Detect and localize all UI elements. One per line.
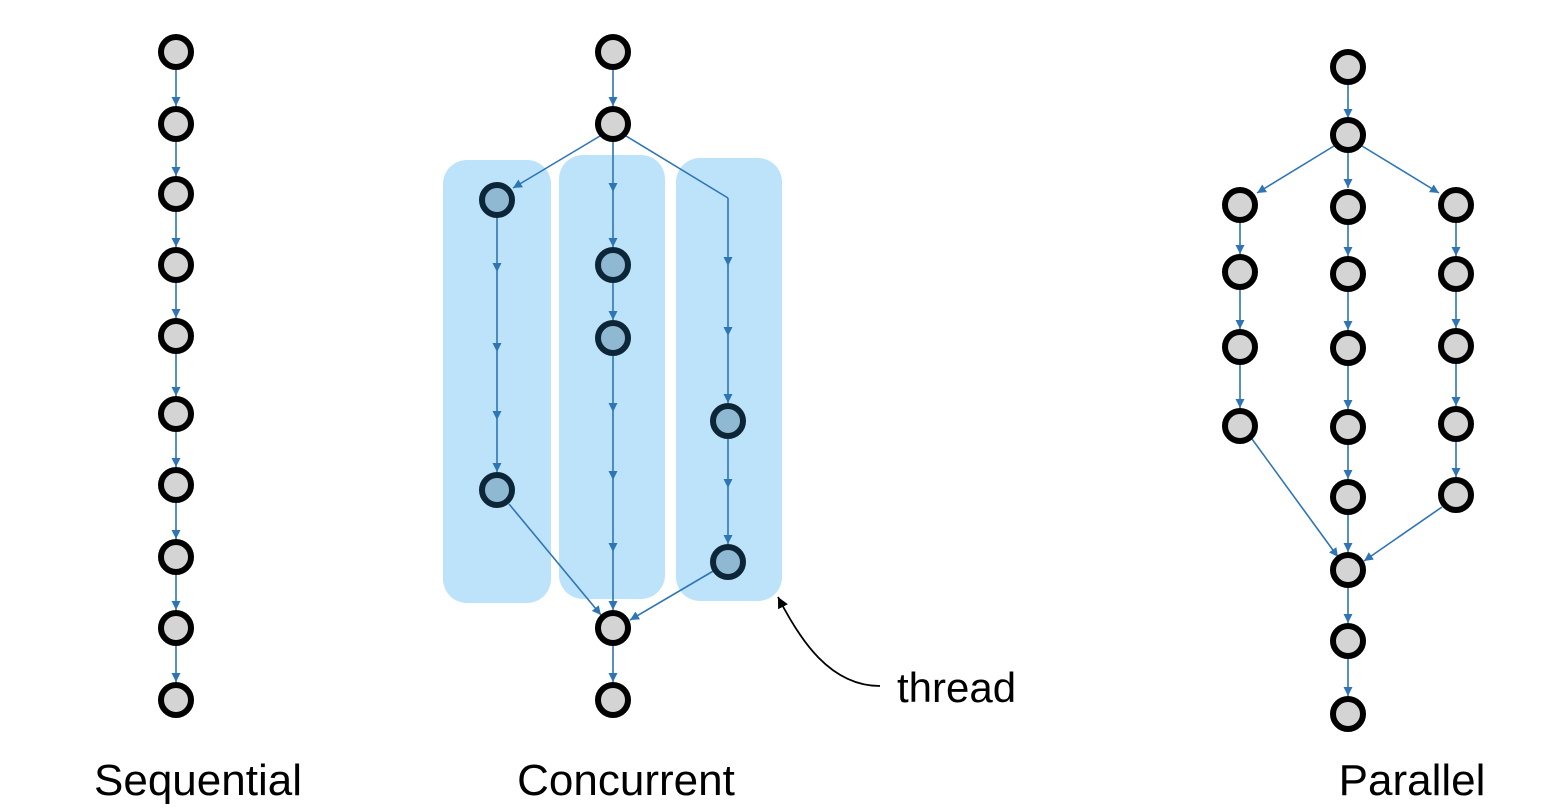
concurrent-nodes [479,34,746,718]
task-node [158,396,194,432]
thread-task-node [710,403,746,439]
thread-task-node [595,247,631,283]
task-node [1438,256,1474,292]
thread-lane [676,158,782,601]
task-node [595,34,631,70]
thread-callout: thread [777,596,1016,711]
task-node [1438,328,1474,364]
task-node [1330,330,1366,366]
task-node [595,106,631,142]
task-node [158,318,194,354]
thread-task-node [479,472,515,508]
concurrent-edges [492,70,733,682]
task-node [1330,623,1366,659]
sequential-graph [158,34,194,718]
task-node [1330,189,1366,225]
task-node [1330,552,1366,588]
task-node [158,34,194,70]
task-node [1330,49,1366,85]
task-node [1330,479,1366,515]
fork-edge [625,135,729,199]
task-node [158,682,194,718]
caption-concurrent: Concurrent [517,756,735,805]
concurrent-graph: thread [443,34,1016,718]
task-node [1438,406,1474,442]
fork-edge [512,135,601,189]
task-node [158,539,194,575]
task-node [1330,409,1366,445]
task-node [595,610,631,646]
caption-parallel: Parallel [1339,756,1486,805]
task-node [1438,187,1474,223]
thread-lane [559,155,665,599]
task-node [1438,477,1474,513]
thread-task-node [710,544,746,580]
parallel-edges [1235,85,1461,696]
task-node [1222,408,1258,444]
sequential-nodes [158,34,194,718]
join-edge [629,569,716,621]
task-node [1330,117,1366,153]
fork-edge [1256,145,1335,194]
join-edge [1363,506,1443,562]
task-node [158,106,194,142]
callout-arrow [777,596,881,687]
task-node [158,247,194,283]
thread-task-node [595,320,631,356]
thread-label: thread [897,664,1016,711]
parallel-nodes [1222,49,1474,732]
task-node [158,176,194,212]
parallel-graph [1222,49,1474,732]
task-node [1330,696,1366,732]
task-node [158,467,194,503]
caption-sequential: Sequential [94,756,302,805]
task-node [1222,254,1258,290]
task-node [158,610,194,646]
fork-edge [1361,145,1440,194]
task-node [1222,329,1258,365]
task-node [595,682,631,718]
task-node [1330,256,1366,292]
thread-task-node [479,182,515,218]
task-node [1222,187,1258,223]
join-edge [508,503,602,616]
join-edge [1251,438,1339,558]
